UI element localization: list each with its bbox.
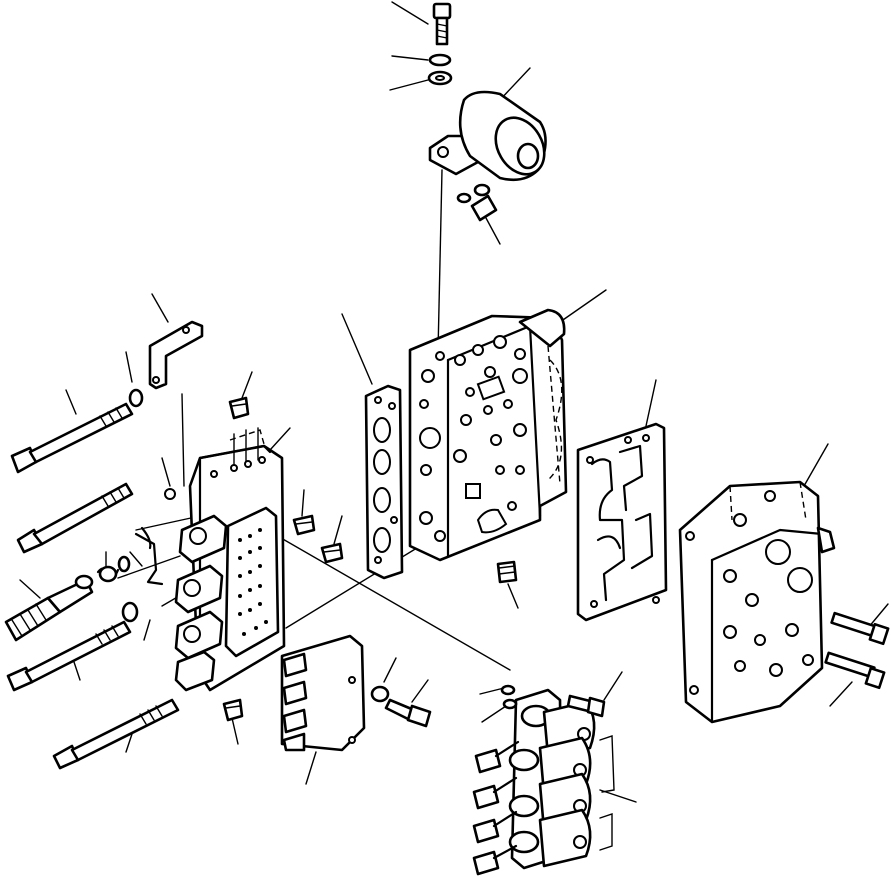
bracket [148, 320, 204, 390]
breather-plug-bottom [222, 698, 244, 722]
top-bolt [432, 2, 452, 46]
valve-body-right [678, 480, 836, 724]
separator-plate-right [576, 422, 668, 622]
long-bolt-3 [6, 620, 132, 692]
spring-washer [428, 53, 452, 67]
hole-grid [238, 528, 268, 636]
spring-bolt [4, 574, 94, 642]
callout-leaders [19, 1, 889, 803]
gasket-left [364, 384, 404, 580]
valve-body-left [174, 427, 286, 692]
connector-4 [472, 844, 518, 876]
connector-1 [474, 740, 520, 774]
long-bolt-2 [16, 482, 134, 554]
connector-3 [472, 810, 518, 844]
main-valve-body [408, 308, 568, 562]
plug-small-left [164, 488, 176, 500]
washer-3 [370, 685, 390, 703]
cover-plate [280, 634, 366, 752]
breather-plug-mid [292, 514, 316, 536]
breather-plug-right [320, 542, 344, 564]
solenoid-4 [538, 808, 592, 868]
o-ring-left [117, 555, 131, 573]
washer-1 [128, 388, 144, 408]
solenoid-valve-top [428, 90, 547, 182]
long-bolt-1 [10, 402, 134, 474]
retaining-clip [134, 526, 164, 586]
plug-bottom-center [496, 560, 518, 584]
bolt-right-upper [830, 611, 890, 646]
connector-2 [472, 776, 518, 810]
long-bolt-4 [52, 698, 180, 770]
solenoid-valve-group [472, 688, 615, 876]
bolt-right-lower [824, 651, 886, 690]
o-ring-small [456, 183, 498, 222]
o-rings-solenoid [500, 684, 518, 710]
bolt-solenoid [566, 694, 606, 718]
spring [96, 565, 120, 583]
bolt-short [384, 698, 432, 728]
breather-plug-top [228, 396, 250, 420]
washer-2 [121, 601, 139, 623]
